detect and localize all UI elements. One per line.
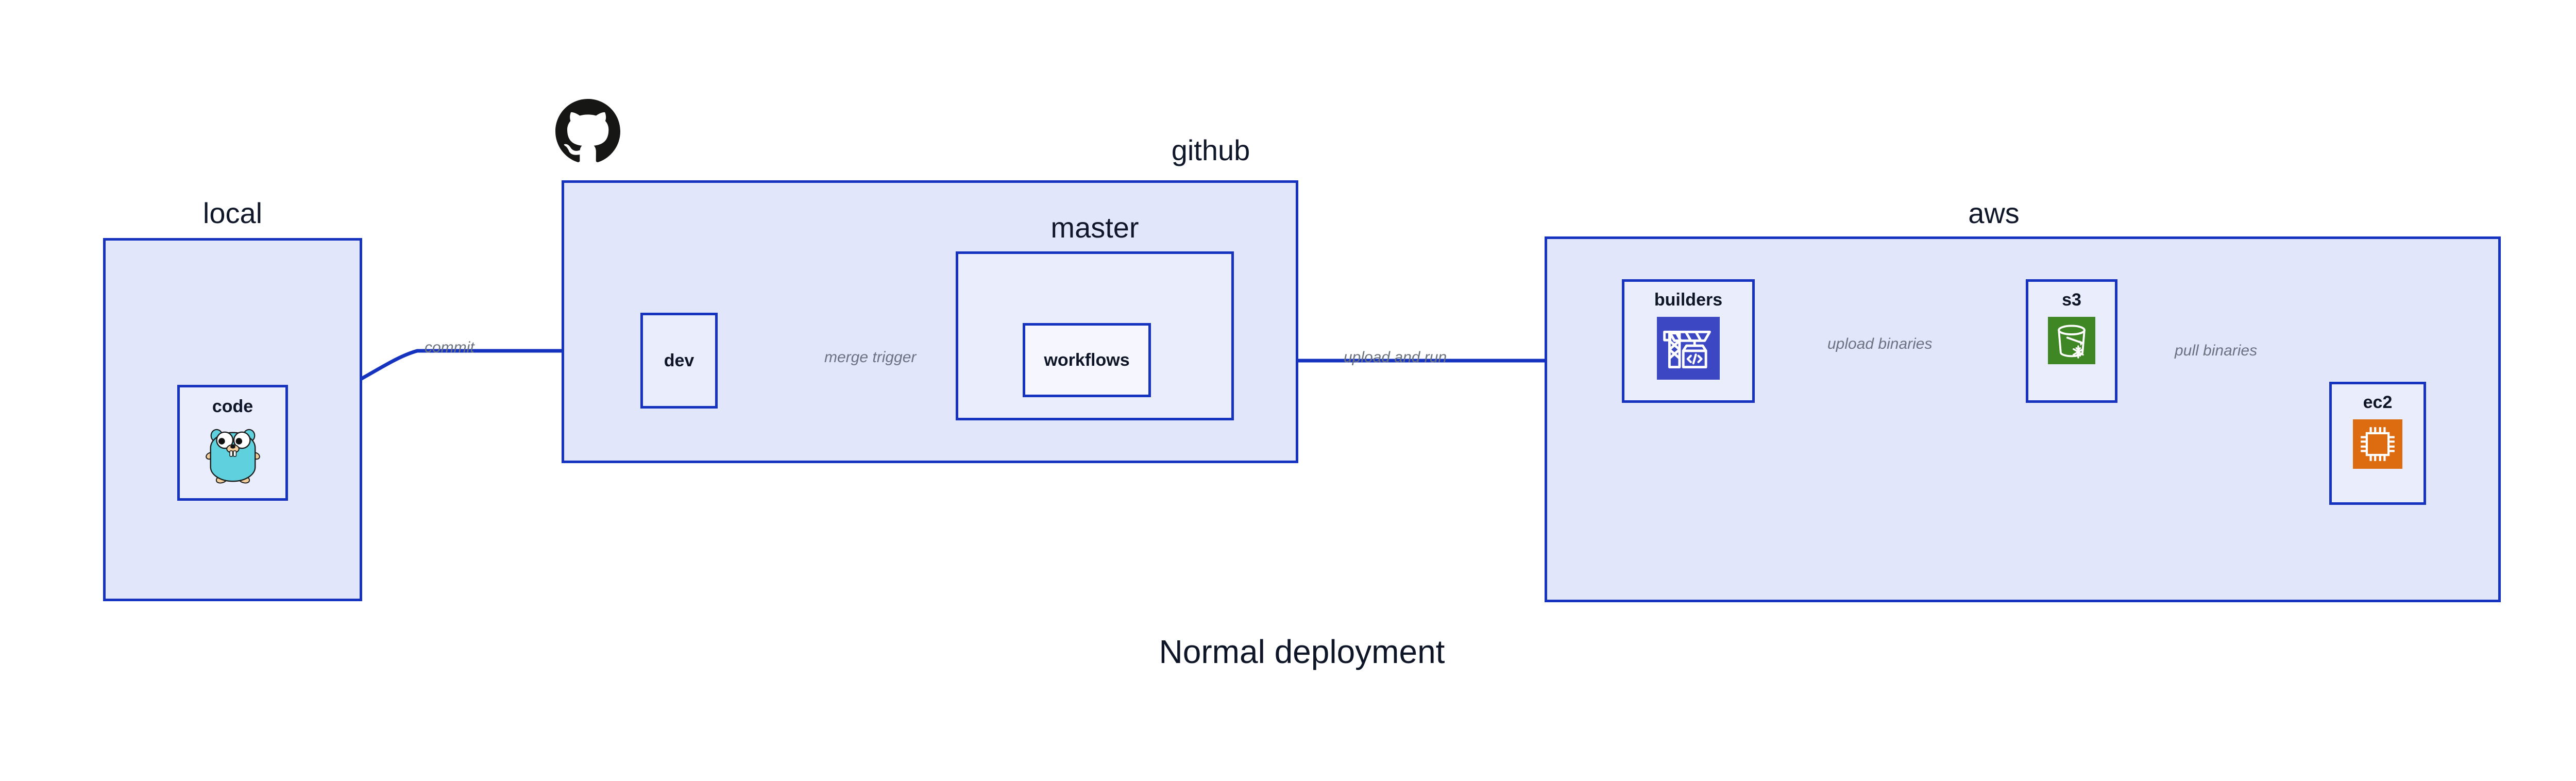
github-octocat-logo	[555, 99, 620, 164]
node-ec2[interactable]: ec2	[2329, 382, 2426, 505]
cluster-label-local: local	[202, 197, 263, 229]
node-label-ec2: ec2	[2363, 393, 2393, 412]
edge-label-pull-binaries: pull binaries	[2175, 342, 2258, 359]
cluster-label-aws: aws	[1968, 197, 2020, 229]
go-gopher-icon	[202, 425, 263, 488]
node-code[interactable]: code	[177, 385, 288, 501]
cluster-label-master: master	[1050, 211, 1139, 244]
cluster-label-github: github	[1171, 134, 1250, 166]
aws-ec2-icon	[2353, 419, 2402, 471]
diagram-title-text: Normal deployment	[1159, 633, 1445, 670]
node-label-code: code	[212, 397, 253, 416]
node-label-builders: builders	[1654, 290, 1723, 310]
edge-label-merge-trigger: merge trigger	[824, 349, 917, 366]
edge-label-upload-and-run: upload and run	[1344, 349, 1447, 366]
edge-label-upload-binaries: upload binaries	[1827, 335, 1933, 352]
node-dev[interactable]: dev	[640, 313, 718, 409]
node-label-dev: dev	[664, 351, 694, 370]
node-label-workflows: workflows	[1044, 350, 1130, 370]
aws-codebuild-icon	[1657, 317, 1720, 382]
diagram-title: Normal deployment	[0, 633, 2576, 671]
node-s3[interactable]: s3	[2026, 279, 2117, 403]
aws-s3-glacier-icon	[2048, 317, 2095, 367]
node-workflows[interactable]: workflows	[1023, 323, 1151, 397]
node-label-s3: s3	[2062, 290, 2081, 310]
node-builders[interactable]: builders	[1622, 279, 1755, 403]
edge-label-commit: commit	[425, 339, 474, 356]
